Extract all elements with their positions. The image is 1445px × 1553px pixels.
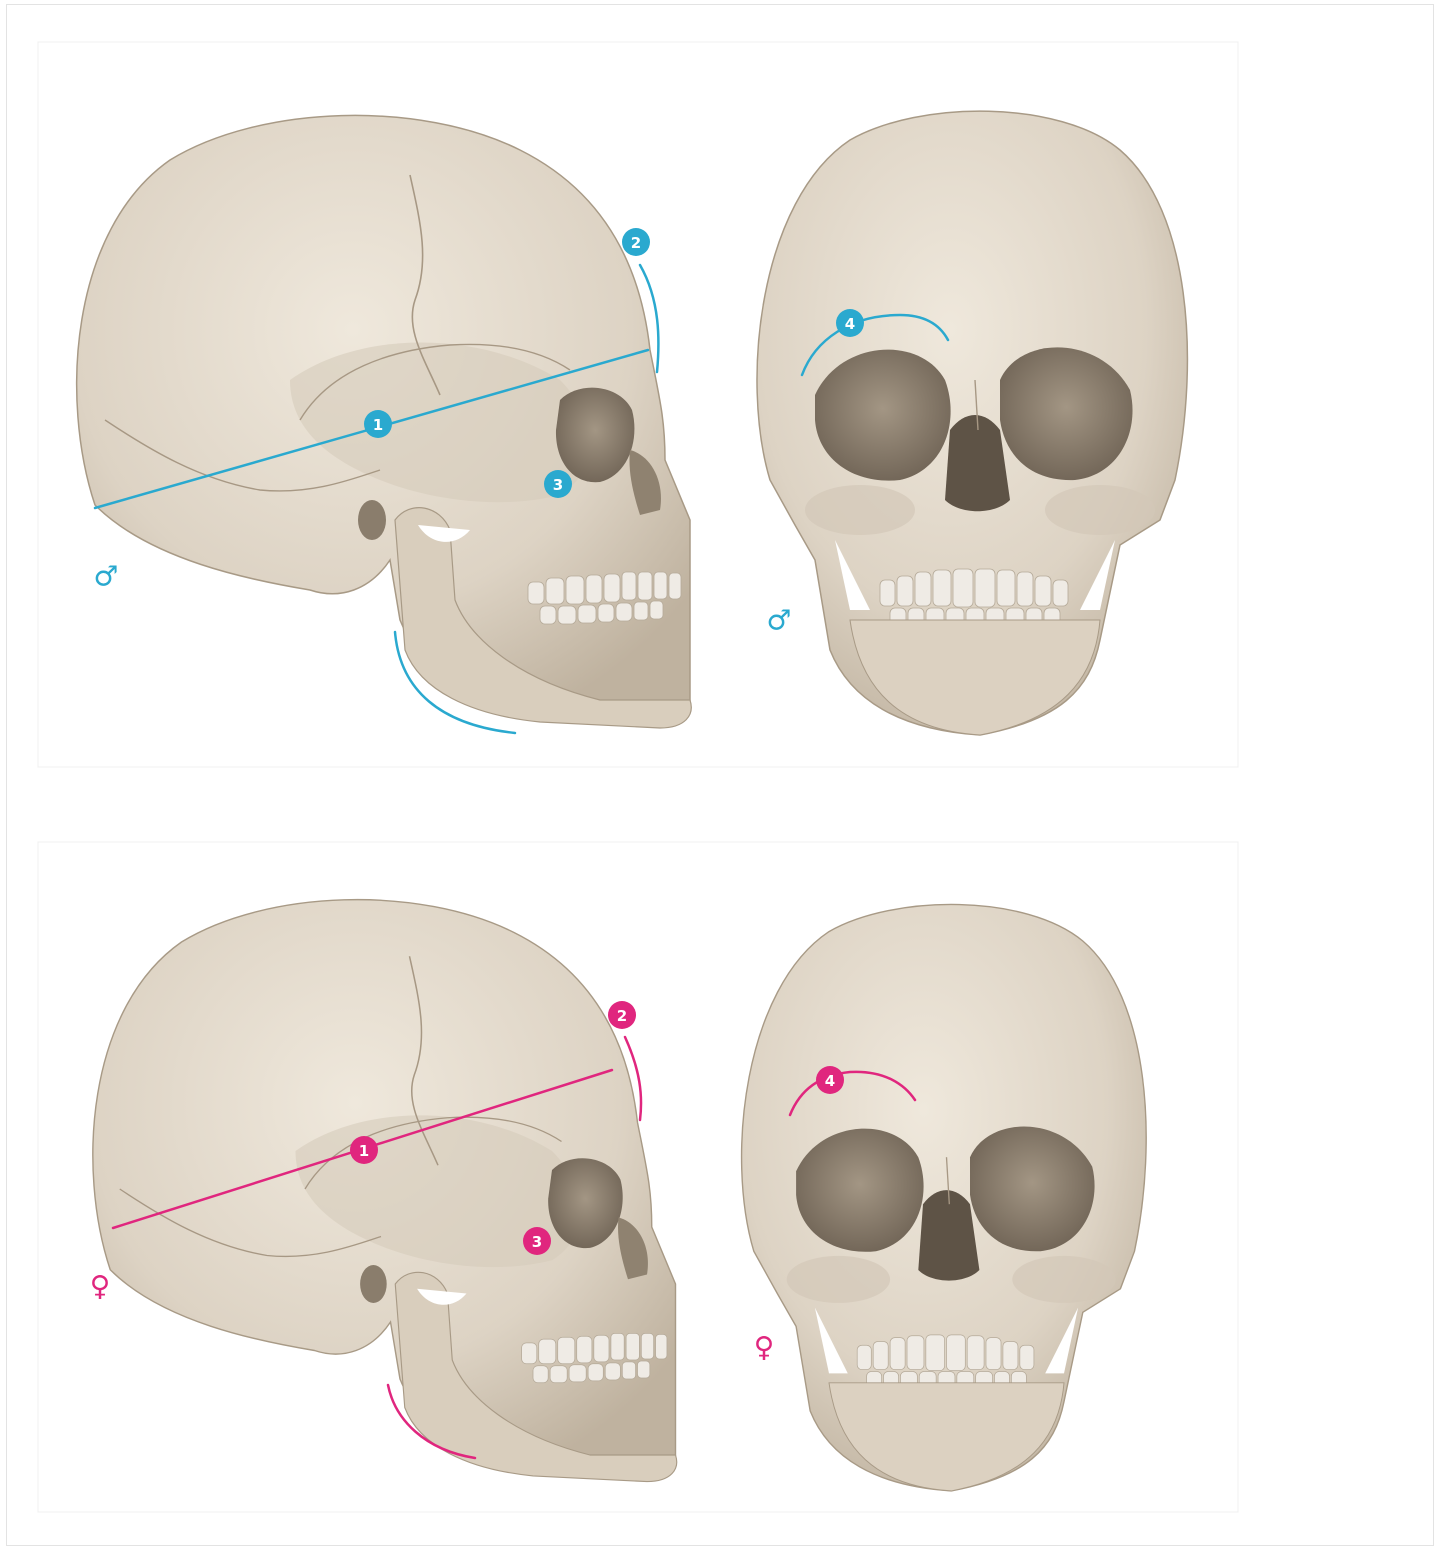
svg-text:2: 2 (617, 1007, 627, 1025)
svg-text:3: 3 (553, 476, 563, 494)
svg-text:4: 4 (825, 1072, 835, 1090)
male-symbol-frontal: ♂ (766, 604, 791, 637)
female-symbol-frontal: ♀ (754, 1331, 775, 1364)
svg-text:4: 4 (845, 315, 855, 333)
female-marker-3: 3 (523, 1227, 551, 1255)
female-marker-4: 4 (816, 1066, 844, 1094)
male-symbol-lateral: ♂ (93, 560, 118, 593)
female-symbol-lateral: ♀ (90, 1270, 111, 1303)
male-marker-3: 3 (544, 470, 572, 498)
male-marker-4: 4 (836, 309, 864, 337)
svg-text:1: 1 (373, 416, 383, 434)
female-marker-2: 2 (608, 1001, 636, 1029)
male-marker-1: 1 (364, 410, 392, 438)
svg-text:3: 3 (532, 1233, 542, 1251)
svg-text:2: 2 (631, 234, 641, 252)
male-marker-2: 2 (622, 228, 650, 256)
svg-text:1: 1 (359, 1142, 369, 1160)
female-marker-1: 1 (350, 1136, 378, 1164)
